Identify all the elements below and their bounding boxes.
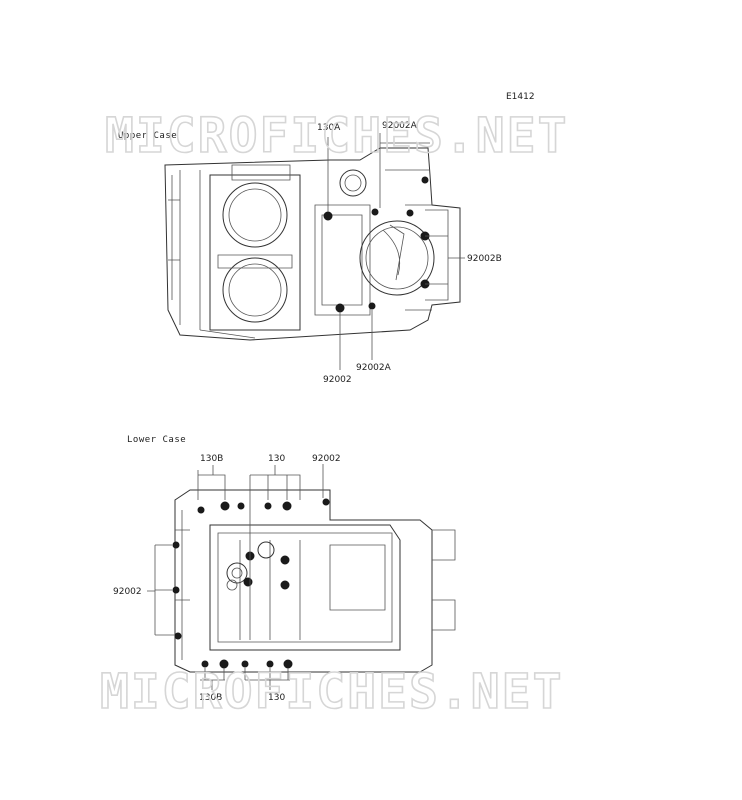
upper-label-92002A-top: 92002A (382, 121, 418, 131)
lower-label-130B-bottom: 130B (199, 693, 222, 703)
lower-label-130-top: 130 (268, 454, 285, 464)
diagram-code: E1412 (506, 92, 535, 102)
upper-label-92002B: 92002B (467, 254, 502, 264)
upper-label-130A: 130A (317, 123, 341, 133)
lower-label-92002-top: 92002 (312, 454, 341, 464)
lower-label-130B-top: 130B (200, 454, 223, 464)
upper-label-92002A-bottom: 92002A (356, 363, 392, 373)
lower-case-title: Lower Case (127, 435, 186, 445)
upper-label-92002: 92002 (323, 375, 352, 385)
lower-case-drawing: Lower Case (113, 435, 456, 703)
lower-label-92002-left: 92002 (113, 587, 142, 597)
watermark-lower: MICROFICHES.NET (100, 664, 563, 720)
watermark-upper: MICROFICHES.NET (105, 108, 568, 164)
upper-case-title: Upper Case (118, 131, 177, 141)
lower-label-130-bottom: 130 (268, 693, 285, 703)
upper-case-drawing: Upper Case (118, 121, 502, 385)
